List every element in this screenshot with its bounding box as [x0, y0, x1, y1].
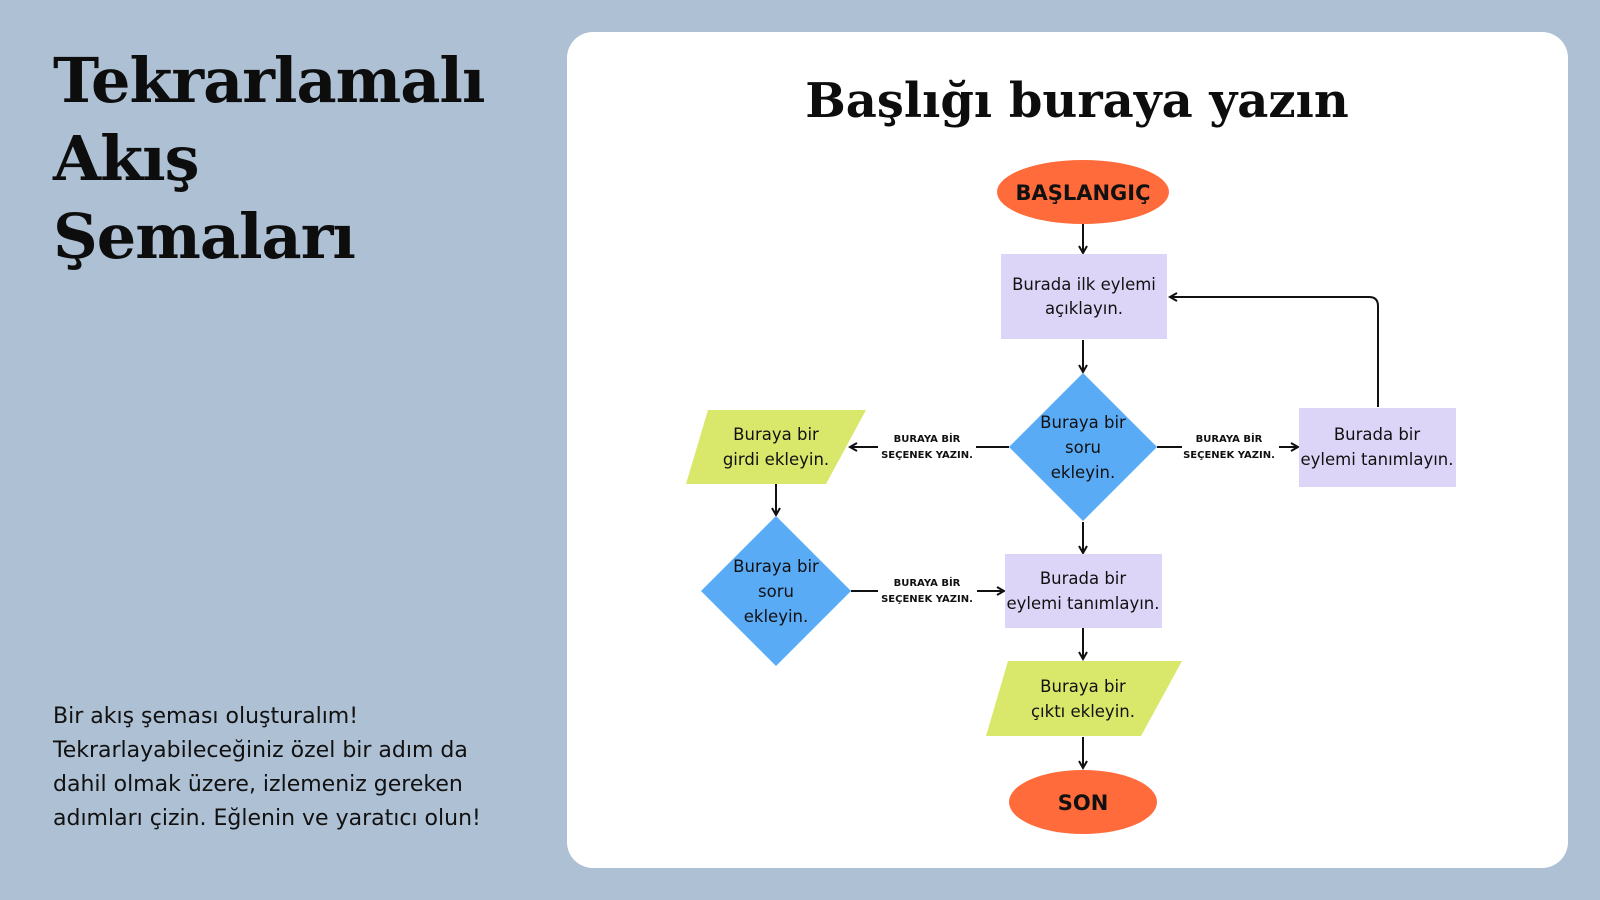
edge-label-line-2: SEÇENEK YAZIN.	[1183, 450, 1275, 461]
edges	[776, 224, 1379, 768]
node-text-line-3: ekleyin.	[744, 607, 809, 626]
node-text-line-1: Burada bir	[1334, 425, 1421, 444]
decision-shape	[701, 516, 851, 666]
node-text-line-3: ekleyin.	[1051, 463, 1116, 482]
description-text: Bir akış şeması oluşturalım! Tekrarlayab…	[53, 700, 513, 836]
node-action-1: Burada ilk eylemi açıklayın.	[1001, 254, 1167, 339]
edge-label-line-2: SEÇENEK YAZIN.	[881, 450, 973, 461]
node-start-label: BAŞLANGIÇ	[1015, 181, 1150, 205]
node-input-1: Buraya bir girdi ekleyin.	[686, 410, 866, 484]
page-title-line-1: Tekrarlamalı	[53, 44, 486, 117]
process-shape	[1001, 254, 1167, 339]
diagram-title: Başlığı buraya yazın	[805, 73, 1349, 129]
page-title: Tekrarlamalı Akış Şemaları	[53, 42, 486, 276]
description-line-4: adımları çizin. Eğlenin ve yaratıcı olun…	[53, 806, 481, 831]
page-title-line-3: Şemaları	[53, 200, 356, 274]
node-text-line-1: Buraya bir	[733, 557, 819, 576]
node-text-line-2: çıktı ekleyin.	[1031, 702, 1135, 721]
node-output-1: Buraya bir çıktı ekleyin.	[986, 661, 1182, 736]
edge-label-to-action2: BURAYA BİR SEÇENEK YAZIN.	[881, 575, 973, 605]
node-text-line-1: Burada ilk eylemi	[1012, 275, 1156, 294]
edge-label-to-input: BURAYA BİR SEÇENEK YAZIN.	[881, 431, 973, 461]
edge-label-line-1: BURAYA BİR	[894, 575, 961, 589]
node-text-line-1: Burada bir	[1040, 569, 1127, 588]
description-line-3: dahil olmak üzere, izlemeniz gereken	[53, 772, 463, 797]
node-start: BAŞLANGIÇ	[997, 160, 1169, 224]
page-title-line-2: Akış	[53, 122, 200, 196]
node-text-line-1: Buraya bir	[1040, 413, 1126, 432]
node-text-line-2: eylemi tanımlayın.	[1007, 594, 1160, 613]
node-text-line-2: açıklayın.	[1045, 299, 1123, 318]
node-text-line-1: Buraya bir	[733, 425, 819, 444]
description-line-1: Bir akış şeması oluşturalım!	[53, 704, 359, 729]
io-shape	[986, 661, 1182, 736]
process-shape	[1005, 554, 1162, 628]
terminal-shape	[997, 160, 1169, 224]
node-text-line-2: soru	[758, 582, 794, 601]
description-line-2: Tekrarlayabileceğiniz özel bir adım da	[53, 738, 468, 763]
node-text-line-2: girdi ekleyin.	[723, 450, 829, 469]
node-text-line-2: eylemi tanımlayın.	[1301, 450, 1454, 469]
decision-shape	[1009, 373, 1157, 521]
node-decision-1: Buraya bir soru ekleyin.	[1009, 373, 1157, 521]
node-action-2: Burada bir eylemi tanımlayın.	[1005, 554, 1162, 628]
node-text-line-2: soru	[1065, 438, 1101, 457]
io-shape	[686, 410, 866, 484]
edge-label-line-1: BURAYA BİR	[1196, 431, 1263, 445]
node-end-label: SON	[1058, 791, 1109, 815]
edge-label-to-right: BURAYA BİR SEÇENEK YAZIN.	[1183, 431, 1275, 461]
terminal-shape	[1009, 770, 1157, 834]
node-end: SON	[1009, 770, 1157, 834]
node-text-line-1: Buraya bir	[1040, 677, 1126, 696]
edge-loop-back-to-action1	[1170, 297, 1379, 407]
process-shape	[1299, 408, 1456, 487]
edge-label-line-1: BURAYA BİR	[894, 431, 961, 445]
node-decision-2: Buraya bir soru ekleyin.	[701, 516, 851, 666]
edge-label-line-2: SEÇENEK YAZIN.	[881, 594, 973, 605]
node-action-right: Burada bir eylemi tanımlayın.	[1299, 408, 1456, 487]
